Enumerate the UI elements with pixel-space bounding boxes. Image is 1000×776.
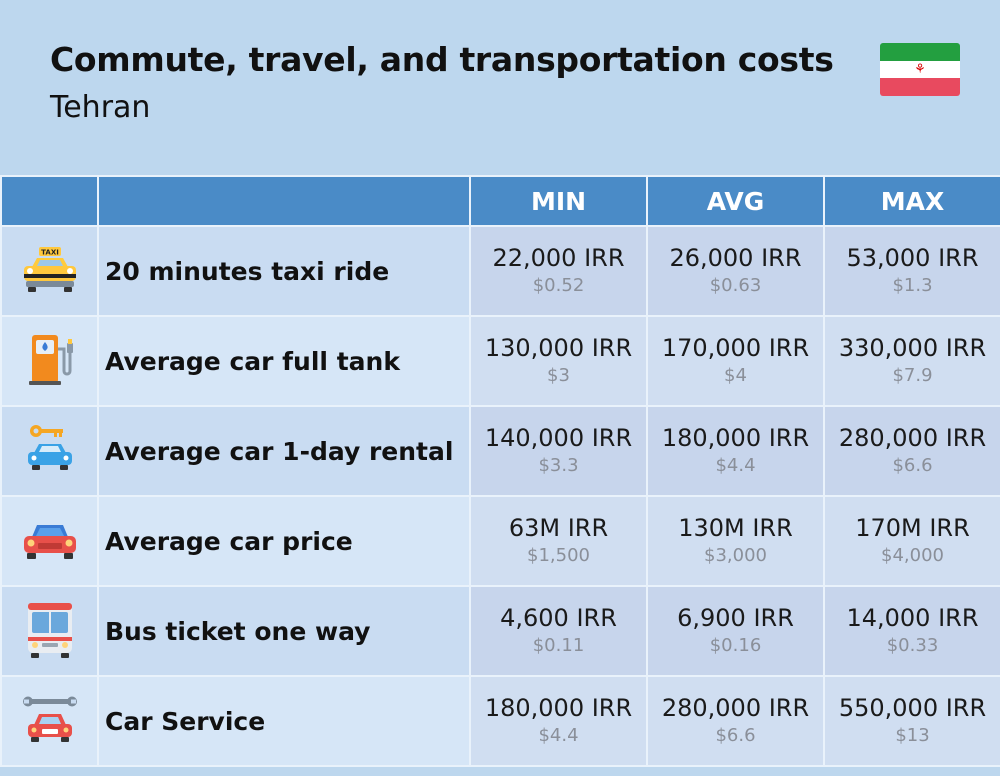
avg-cell: 130M IRR $3,000 [646, 495, 825, 587]
car-icon [23, 525, 76, 559]
max-usd-value: $7.9 [892, 365, 933, 386]
row-icon-cell [0, 495, 99, 587]
cost-table: MIN AVG MAX TAXI [0, 175, 1000, 767]
avg-value: 26,000 IRR [669, 244, 802, 272]
table-row: Average car 1-day rental 140,000 IRR $3.3… [0, 405, 1000, 497]
max-usd-value: $4,000 [881, 545, 944, 566]
bus-icon [27, 603, 72, 658]
header-label-cell [97, 175, 471, 227]
max-cell: 14,000 IRR $0.33 [823, 585, 1000, 677]
row-label: Average car full tank [97, 315, 471, 407]
avg-value: 130M IRR [678, 514, 793, 542]
row-label: Average car price [97, 495, 471, 587]
max-usd-value: $1.3 [892, 275, 933, 296]
min-usd-value: $4.4 [538, 725, 579, 746]
avg-usd-value: $4 [724, 365, 747, 386]
max-usd-value: $6.6 [892, 455, 933, 476]
max-value: 280,000 IRR [838, 424, 987, 452]
table-row: Average car full tank 130,000 IRR $3 170,… [0, 315, 1000, 407]
max-value: 550,000 IRR [838, 694, 987, 722]
row-label: Bus ticket one way [97, 585, 471, 677]
avg-cell: 280,000 IRR $6.6 [646, 675, 825, 767]
max-cell: 550,000 IRR $13 [823, 675, 1000, 767]
max-usd-value: $0.33 [886, 635, 939, 656]
min-value: 4,600 IRR [500, 604, 617, 632]
taxi-icon: TAXI [23, 247, 76, 292]
max-cell: 280,000 IRR $6.6 [823, 405, 1000, 497]
avg-cell: 6,900 IRR $0.16 [646, 585, 825, 677]
min-cell: 22,000 IRR $0.52 [469, 225, 648, 317]
row-label: Average car 1-day rental [97, 405, 471, 497]
column-header-max: MAX [823, 175, 1000, 227]
avg-usd-value: $0.63 [709, 275, 762, 296]
avg-usd-value: $6.6 [715, 725, 756, 746]
min-cell: 63M IRR $1,500 [469, 495, 648, 587]
page-title: Commute, travel, and transportation cost… [50, 40, 834, 79]
table-row: Average car price 63M IRR $1,500 130M IRR… [0, 495, 1000, 587]
min-usd-value: $0.11 [532, 635, 585, 656]
avg-value: 6,900 IRR [677, 604, 794, 632]
page-header: Commute, travel, and transportation cost… [0, 0, 1000, 175]
svg-text:TAXI: TAXI [41, 249, 59, 257]
max-cell: 170M IRR $4,000 [823, 495, 1000, 587]
max-cell: 53,000 IRR $1.3 [823, 225, 1000, 317]
min-cell: 4,600 IRR $0.11 [469, 585, 648, 677]
min-value: 22,000 IRR [492, 244, 625, 272]
car-rental-icon [27, 425, 72, 470]
max-value: 14,000 IRR [846, 604, 979, 632]
avg-value: 180,000 IRR [661, 424, 810, 452]
row-label: Car Service [97, 675, 471, 767]
car-service-icon [22, 696, 77, 742]
row-icon-cell [0, 585, 99, 677]
table-header-row: MIN AVG MAX [0, 175, 1000, 227]
row-icon-cell [0, 675, 99, 767]
min-usd-value: $1,500 [527, 545, 590, 566]
min-value: 130,000 IRR [484, 334, 633, 362]
min-value: 63M IRR [508, 514, 609, 542]
max-cell: 330,000 IRR $7.9 [823, 315, 1000, 407]
min-value: 180,000 IRR [484, 694, 633, 722]
table-row: TAXI 20 minutes taxi ride 22,000 IRR $0.5… [0, 225, 1000, 317]
avg-cell: 170,000 IRR $4 [646, 315, 825, 407]
avg-cell: 180,000 IRR $4.4 [646, 405, 825, 497]
min-cell: 140,000 IRR $3.3 [469, 405, 648, 497]
max-value: 330,000 IRR [838, 334, 987, 362]
min-usd-value: $3 [547, 365, 570, 386]
column-header-avg: AVG [646, 175, 825, 227]
row-icon-cell [0, 315, 99, 407]
iran-flag-icon: ⚘ [880, 43, 960, 96]
min-value: 140,000 IRR [484, 424, 633, 452]
table-row: Bus ticket one way 4,600 IRR $0.11 6,900 … [0, 585, 1000, 677]
fuel-pump-icon [28, 335, 73, 385]
avg-usd-value: $4.4 [715, 455, 756, 476]
table-row: Car Service 180,000 IRR $4.4 280,000 IRR $… [0, 675, 1000, 767]
min-usd-value: $0.52 [532, 275, 585, 296]
min-cell: 180,000 IRR $4.4 [469, 675, 648, 767]
avg-value: 280,000 IRR [661, 694, 810, 722]
avg-usd-value: $3,000 [704, 545, 767, 566]
header-icon-cell [0, 175, 99, 227]
row-label: 20 minutes taxi ride [97, 225, 471, 317]
avg-value: 170,000 IRR [661, 334, 810, 362]
row-icon-cell [0, 405, 99, 497]
min-usd-value: $3.3 [538, 455, 579, 476]
city-name: Tehran [50, 90, 151, 125]
avg-cell: 26,000 IRR $0.63 [646, 225, 825, 317]
max-value: 170M IRR [855, 514, 970, 542]
row-icon-cell: TAXI [0, 225, 99, 317]
min-cell: 130,000 IRR $3 [469, 315, 648, 407]
max-value: 53,000 IRR [846, 244, 979, 272]
column-header-min: MIN [469, 175, 648, 227]
max-usd-value: $13 [895, 725, 930, 746]
avg-usd-value: $0.16 [709, 635, 762, 656]
